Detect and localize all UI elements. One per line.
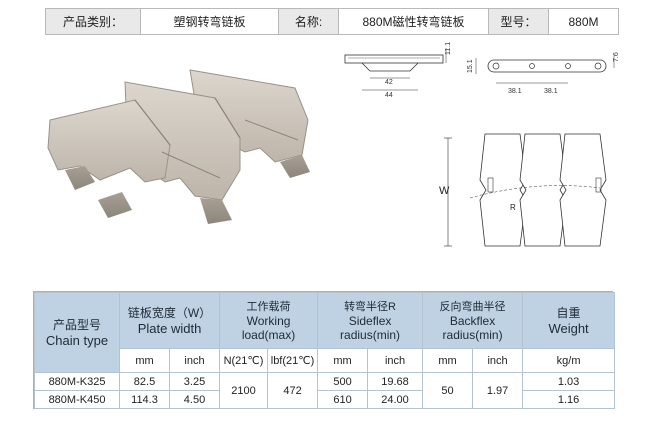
width-label: W (439, 185, 450, 197)
category-label: 产品类别： (45, 8, 141, 35)
header-backflex: 反向弯曲半径 Backflex radius(min) (422, 292, 524, 349)
header-width: 链板宽度（W） Plate width (118, 292, 221, 349)
spec-table-frame: 产品型号 Chain type 链板宽度（W） Plate width 工作载荷… (33, 291, 616, 409)
header-weight-cn: 自重 (556, 305, 581, 320)
header-model-en: Chain type (45, 332, 109, 348)
header-model-cn: 产品型号 (52, 317, 101, 332)
name-value: 880M磁性转弯链板 (338, 8, 489, 35)
unit-width-mm: mm (119, 348, 170, 373)
backflex-inch-value: 1.97 (472, 372, 524, 409)
dim-11-1: 11.1 (445, 42, 452, 55)
dim-7-6: 7.6 (613, 52, 620, 62)
unit-load-n: N(21℃) (219, 348, 269, 373)
dim-15-1: 15.1 (467, 59, 474, 73)
table-row: 880M-K450 114.3 4.50 610 24.00 1.16 (34, 390, 616, 409)
unit-sideflex-inch: inch (367, 348, 424, 373)
row2-sideflex-mm: 610 (317, 390, 369, 409)
model-value: 880M (548, 8, 619, 35)
header-weight: 自重 Weight (522, 292, 616, 349)
header-sideflex: 转弯半径R Sideflex radius(min) (317, 292, 424, 349)
load-lbf-value: 472 (267, 372, 319, 409)
name-label: 名称: (278, 8, 339, 35)
header-load-cn: 工作载荷 (246, 300, 291, 313)
row2-width-mm: 114.3 (119, 390, 170, 409)
header-load: 工作载荷 Working load(max) (219, 292, 319, 349)
unit-backflex-mm: mm (422, 348, 474, 373)
row1-model: 880M-K325 (34, 372, 120, 391)
model-label: 型号： (488, 8, 549, 35)
header-weight-en: Weight (548, 320, 589, 336)
row2-weight: 1.16 (522, 390, 616, 409)
table-row: 880M-K325 82.5 3.25 2100 472 500 19.68 5… (34, 372, 616, 409)
row1-width-inch: 3.25 (168, 372, 221, 391)
spec-table: 产品型号 Chain type 链板宽度（W） Plate width 工作载荷… (34, 292, 616, 409)
header-width-en: Plate width (137, 320, 202, 336)
header-model: 产品型号 Chain type (34, 292, 120, 373)
header-sideflex-cn: 转弯半径R (344, 300, 397, 313)
category-value: 塑钢转弯链板 (140, 8, 279, 35)
row1-sideflex-inch: 19.68 (367, 372, 424, 391)
unit-weight: kg/m (522, 348, 616, 373)
dim-38-1-b: 38.1 (544, 88, 558, 95)
header-sideflex-en: Sideflex radius(min) (340, 313, 401, 342)
dim-42: 42 (385, 79, 393, 86)
unit-width-inch: inch (168, 348, 221, 373)
load-n-value: 2100 (219, 372, 269, 409)
row1-weight: 1.03 (522, 372, 616, 391)
chain-product-photo (47, 69, 310, 224)
cross-section-left: 42 44 11.1 (344, 42, 452, 99)
unit-sideflex-mm: mm (317, 348, 369, 373)
header-width-cn: 链板宽度（W） (127, 305, 212, 320)
dim-44: 44 (385, 92, 393, 99)
plan-view-drawing: W R (439, 133, 607, 247)
row1-sideflex-mm: 500 (317, 372, 369, 391)
row1-width-mm: 82.5 (119, 372, 170, 391)
row2-model: 880M-K450 (34, 390, 120, 409)
radius-label: R (510, 203, 516, 212)
side-profile-right: 38.1 38.1 15.1 7.6 (467, 52, 620, 95)
row2-width-inch: 4.50 (168, 390, 221, 409)
unit-load-lbf: lbf(21℃) (267, 348, 319, 373)
product-info-table: 产品类别： 塑钢转弯链板 名称: 880M磁性转弯链板 型号： 880M (45, 8, 619, 35)
header-backflex-en: Backflex radius(min) (442, 313, 503, 342)
dim-38-1-a: 38.1 (508, 88, 522, 95)
cross-section-drawing: 42 44 11.1 38.1 38.1 15.1 7.6 (344, 42, 620, 99)
header-backflex-cn: 反向弯曲半径 (439, 300, 506, 313)
row2-sideflex-inch: 24.00 (367, 390, 424, 409)
unit-backflex-inch: inch (472, 348, 524, 373)
header-load-en: Working load(max) (241, 313, 296, 342)
backflex-mm-value: 50 (422, 372, 474, 409)
